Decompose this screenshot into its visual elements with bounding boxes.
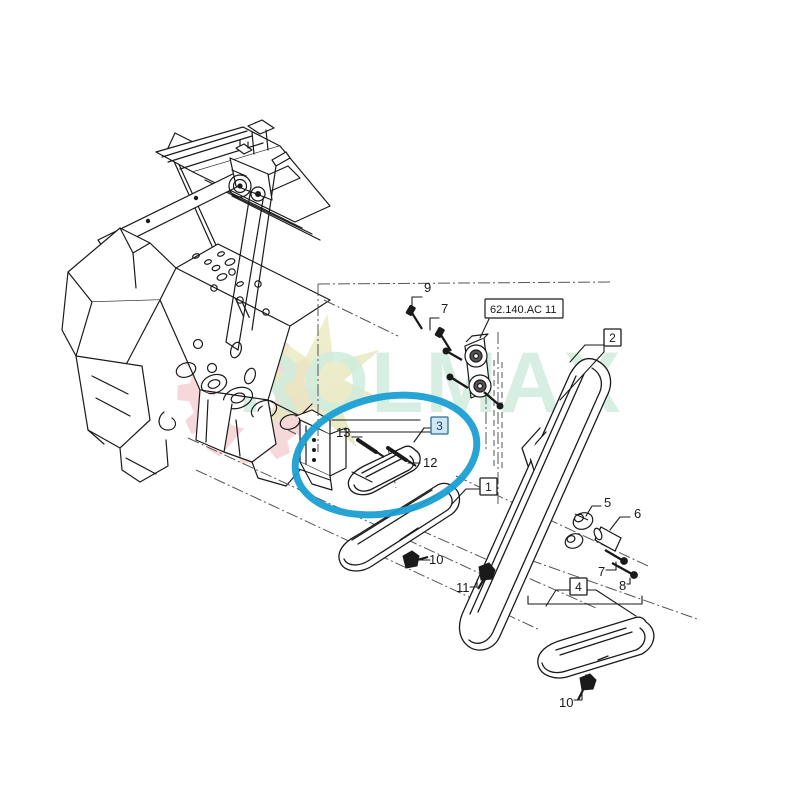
callout-7-right-text: 7 <box>598 564 605 579</box>
part-6-spacer <box>593 526 622 552</box>
callout-9-text: 9 <box>424 280 431 295</box>
part-1-belt-loop <box>338 482 461 572</box>
callout-7-top-text: 7 <box>441 301 448 316</box>
part-8-nut <box>611 561 638 579</box>
bushing-secondary <box>564 533 584 549</box>
boxed-callout-1-text: 1 <box>485 480 492 494</box>
part-12-bolt <box>386 446 417 467</box>
part-7-bolt-top <box>434 326 452 352</box>
machine-assembly-drawing <box>61 119 347 491</box>
part-2-long-belt <box>458 357 612 651</box>
callout-10-left-text: 10 <box>429 552 443 567</box>
part-9-bolt <box>405 304 423 330</box>
reference-label-62-140-ac-11: 62.140.AC 11 <box>484 298 564 319</box>
part-7-bolt-right <box>604 548 628 565</box>
part-3-link-belt <box>347 445 421 496</box>
roller-group <box>175 361 301 431</box>
part-11-clip <box>477 562 496 590</box>
callout-10-bottom-text: 10 <box>559 695 573 710</box>
callout-5-text: 5 <box>604 495 611 510</box>
callout-11-text: 11 <box>456 580 470 595</box>
boxed-callout-4-text: 4 <box>575 580 582 594</box>
part-13-bolt <box>356 438 385 458</box>
part-5-bushing <box>572 512 594 530</box>
boxed-callout-2: 2 <box>603 328 622 347</box>
callout-6-text: 6 <box>634 506 641 521</box>
callout-12-text: 12 <box>423 455 437 470</box>
leader-lines <box>295 296 643 701</box>
boxed-callout-1: 1 <box>479 477 498 496</box>
callout-13-text: 13 <box>336 425 350 440</box>
boxed-callout-2-text: 2 <box>609 331 616 345</box>
fastener-parts <box>356 304 638 701</box>
callout-8-text: 8 <box>619 578 626 593</box>
boxed-callout-3: 3 <box>430 416 449 435</box>
part-10-clip-bottom <box>577 673 597 701</box>
reference-label-text: 62.140.AC 11 <box>490 304 556 316</box>
watermark-star-icon <box>241 314 388 461</box>
highlight-ellipse <box>291 391 481 519</box>
part-4-belt-loop <box>537 616 655 679</box>
bracket-bolts <box>442 347 504 410</box>
boxed-callout-4: 4 <box>569 577 588 596</box>
pulley-bracket-assembly <box>464 333 492 399</box>
boxed-callout-3-text: 3 <box>436 419 443 433</box>
gearbox-detail <box>228 119 275 202</box>
